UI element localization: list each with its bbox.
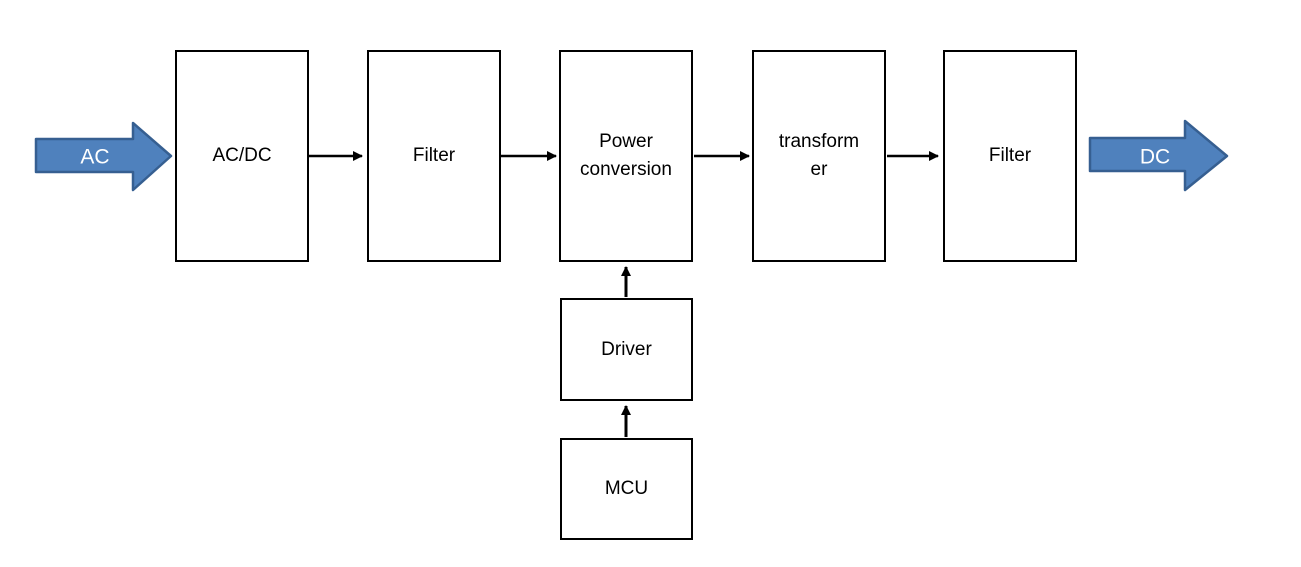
ac-input-arrow: [34, 121, 173, 192]
dc-output-arrow: [1088, 119, 1229, 192]
block-filter-output: Filter: [943, 50, 1077, 262]
block-filter-output-label: Filter: [988, 145, 1032, 167]
block-filter-input: Filter: [367, 50, 501, 262]
block-mcu-label: MCU: [604, 478, 649, 500]
block-mcu: MCU: [560, 438, 693, 540]
dc-arrow-label: DC: [1140, 146, 1170, 169]
block-transformer: transform er: [752, 50, 886, 262]
ac-arrow-label: AC: [80, 146, 109, 169]
block-power-conversion: Power conversion: [559, 50, 693, 262]
block-transformer-label-line1: transform: [778, 131, 860, 153]
block-driver: Driver: [560, 298, 693, 401]
block-transformer-label-line2: er: [810, 159, 828, 180]
block-acdc: AC/DC: [175, 50, 309, 262]
block-driver-label: Driver: [601, 338, 652, 360]
block-power-conversion-label-line1: Power: [599, 131, 653, 153]
block-acdc-label: AC/DC: [212, 145, 272, 167]
block-power-conversion-label-line2: conversion: [580, 159, 672, 180]
block-filter-input-label: Filter: [412, 145, 456, 167]
